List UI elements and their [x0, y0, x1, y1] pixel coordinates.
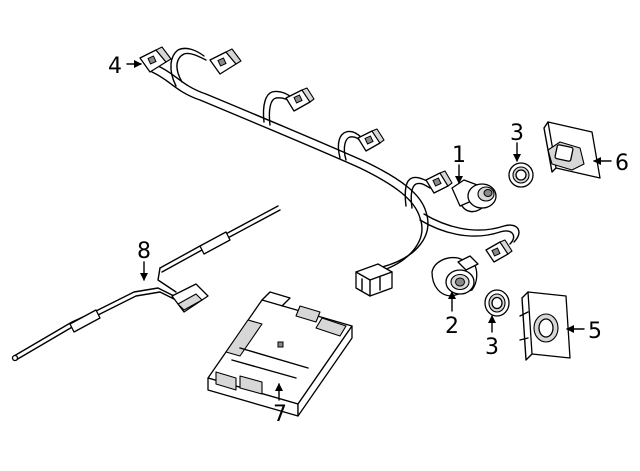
control-module-7	[207, 291, 353, 417]
sensor-bracket-5	[519, 291, 571, 361]
connector-top-3	[285, 87, 315, 112]
connector-top-left	[139, 46, 172, 73]
parking-sensor-1	[451, 179, 497, 213]
callout-2: 2	[445, 314, 459, 339]
connector-top-2	[209, 48, 242, 75]
connector-top-5	[425, 170, 453, 194]
sensor-ring-upper	[508, 162, 534, 188]
parking-sensor-2	[431, 255, 479, 297]
callout-3-upper: 3	[510, 121, 524, 146]
connector-right	[485, 239, 513, 263]
sensor-bracket-6	[543, 121, 601, 179]
callout-4: 4	[108, 54, 122, 79]
callout-1: 1	[452, 143, 466, 168]
callout-3-lower: 3	[485, 335, 499, 360]
connector-top-4	[357, 128, 385, 152]
sensor-ring-lower	[484, 289, 510, 317]
callout-arrows	[126, 60, 612, 401]
callout-6: 6	[615, 151, 629, 176]
callout-8: 8	[137, 239, 151, 264]
wiring-harness	[151, 47, 520, 273]
callout-7: 7	[273, 402, 287, 427]
connector-main-plug	[355, 263, 393, 297]
callout-5: 5	[588, 319, 602, 344]
antenna-cable-8	[11, 205, 281, 362]
